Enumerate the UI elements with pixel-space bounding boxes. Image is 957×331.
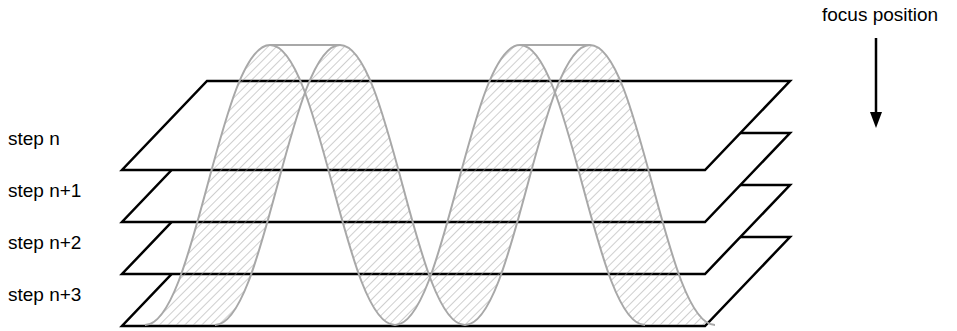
step-label: step n+1 [8, 180, 81, 203]
surface-edge [215, 45, 715, 325]
arrow-head [870, 112, 882, 128]
step-label: step n+3 [8, 284, 81, 307]
surface-ridge [520, 44, 590, 46]
surface-ridge [270, 44, 340, 46]
step-label: step n [8, 128, 60, 151]
sine-surface [145, 45, 715, 325]
axis-label: focus position [822, 4, 938, 27]
focus-arrow [875, 38, 878, 116]
step-label: step n+2 [8, 232, 81, 255]
surface-edge [145, 45, 645, 325]
